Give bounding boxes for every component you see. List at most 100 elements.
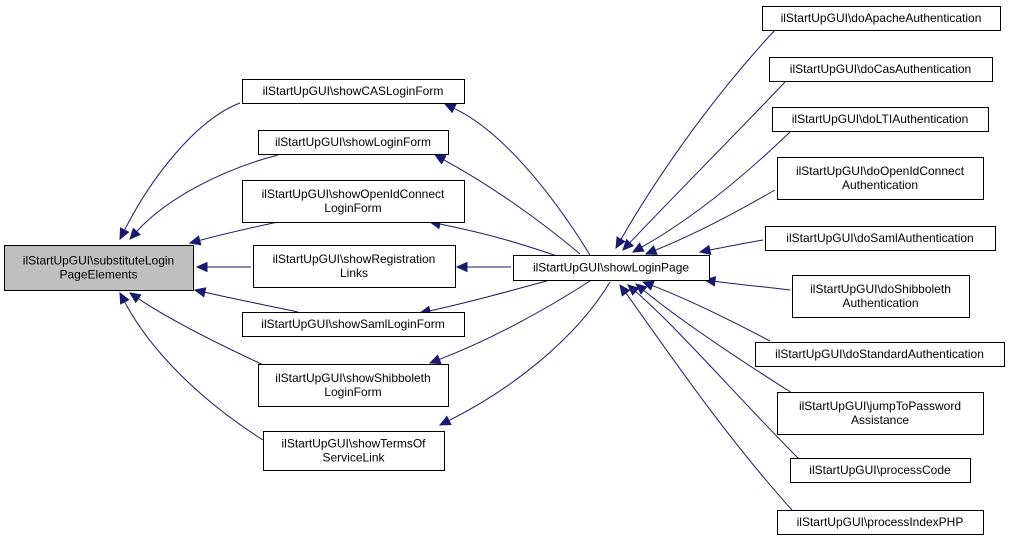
node-box[interactable] [777, 157, 984, 200]
arrowhead [631, 242, 645, 253]
node-cas-form[interactable]: ilStartUpGUI\showCASLoginForm [242, 79, 465, 104]
node-box[interactable] [242, 180, 465, 223]
arrowhead [641, 280, 655, 291]
node-standard-auth[interactable]: ilStartUpGUI\doStandardAuthentication [755, 342, 1005, 367]
node-openid-auth[interactable]: ilStartUpGUI\doOpenIdConnectAuthenticati… [777, 157, 984, 200]
edge-jump_password-to-login_page [635, 283, 793, 394]
edge-registration-to-root [195, 261, 252, 273]
node-box[interactable] [242, 312, 465, 337]
edge-line [439, 223, 561, 258]
node-box[interactable] [762, 6, 1001, 31]
node-lti-auth[interactable]: ilStartUpGUI\doLTIAuthentication [772, 107, 989, 132]
node-box[interactable] [4, 245, 194, 291]
node-label: ilStartUpGUI\processIndexPHP [797, 515, 964, 529]
edge-cas_auth-to-login_page [622, 81, 786, 251]
node-process-index[interactable]: ilStartUpGUI\processIndexPHP [777, 510, 984, 535]
node-label: ilStartUpGUI\showLoginPage [533, 261, 689, 275]
edge-line [204, 291, 299, 313]
edge-line [625, 292, 793, 511]
edge-line [448, 281, 611, 421]
edge-standard_auth-to-login_page [641, 280, 771, 342]
edge-line [124, 301, 264, 441]
edge-openid_form-to-root [188, 221, 279, 246]
arrowhead [195, 261, 208, 273]
edge-process_index-to-login_page [619, 284, 793, 511]
node-label: ilStartUpGUI\showSamlLoginForm [261, 317, 444, 331]
node-saml-form[interactable]: ilStartUpGUI\showSamlLoginForm [242, 312, 465, 337]
node-label: ilStartUpGUI\doShibboleth [810, 282, 951, 296]
node-saml-auth[interactable]: ilStartUpGUI\doSamlAuthentication [765, 226, 996, 251]
nodes-layer: ilStartUpGUI\substituteLoginPageElements… [4, 6, 1005, 535]
arrowhead [703, 276, 717, 287]
node-box[interactable] [253, 245, 456, 288]
arrowhead [188, 235, 202, 246]
node-box[interactable] [777, 510, 984, 535]
node-label: ServiceLink [322, 451, 385, 465]
node-apache-auth[interactable]: ilStartUpGUI\doApacheAuthentication [762, 6, 1001, 31]
edge-line [199, 221, 279, 241]
node-label: Assistance [851, 413, 909, 427]
edge-line [655, 189, 776, 251]
edges-layer [119, 29, 801, 511]
node-box[interactable] [242, 79, 465, 104]
node-label: ilStartUpGUI\showShibboleth [275, 371, 430, 385]
node-box[interactable] [513, 255, 710, 281]
node-label: ilStartUpGUI\doApacheAuthentication [781, 11, 982, 25]
node-label: Authentication [842, 296, 918, 310]
node-login-page[interactable]: ilStartUpGUI\showLoginPage [513, 255, 710, 281]
edge-line [453, 107, 591, 256]
arrowhead [615, 236, 626, 250]
edge-saml_auth-to-login_page [698, 239, 764, 256]
node-box[interactable] [792, 275, 970, 318]
node-label: ilStartUpGUI\substituteLogin [23, 254, 174, 268]
arrowhead [438, 415, 452, 426]
arrowhead [128, 292, 142, 304]
edge-openid_auth-to-login_page [644, 189, 776, 255]
node-box[interactable] [263, 431, 445, 471]
node-label: ilStartUpGUI\doStandardAuthentication [775, 347, 984, 361]
node-label: Links [340, 266, 368, 280]
node-label: ilStartUpGUI\showRegistration [273, 252, 436, 266]
edge-apache_auth-to-login_page [615, 29, 776, 250]
node-label: ilStartUpGUI\doLTIAuthentication [792, 112, 969, 126]
edge-process_code-to-login_page [627, 284, 801, 461]
node-box[interactable] [755, 342, 1005, 367]
node-login-form[interactable]: ilStartUpGUI\showLoginForm [258, 130, 449, 155]
edge-line [643, 289, 793, 394]
node-label: Authentication [842, 178, 918, 192]
arrowhead [644, 245, 658, 255]
edge-line [136, 154, 279, 232]
node-label: ilStartUpGUI\showTermsOf [281, 437, 426, 451]
node-box[interactable] [772, 107, 989, 132]
arrowhead [627, 284, 640, 296]
edge-shibboleth_auth-to-login_page [703, 276, 791, 291]
node-box[interactable] [790, 458, 971, 483]
edge-line [652, 285, 771, 342]
arrowhead [193, 287, 207, 298]
node-box[interactable] [258, 130, 449, 155]
node-process-code[interactable]: ilStartUpGUI\processCode [790, 458, 971, 483]
edge-line [709, 239, 764, 251]
edge-line [138, 298, 271, 369]
node-box[interactable] [258, 364, 449, 407]
edge-login_page-to-shibboleth_form [428, 280, 591, 365]
node-label: PageElements [59, 268, 137, 282]
edge-line [124, 102, 241, 231]
arrowhead [443, 103, 457, 114]
edge-line [635, 291, 801, 461]
edge-line [439, 280, 591, 360]
node-label: LoginForm [324, 385, 381, 399]
arrowhead [455, 261, 468, 273]
node-box[interactable] [765, 226, 996, 251]
node-label: ilStartUpGUI\showLoginForm [275, 135, 431, 149]
node-box[interactable] [777, 392, 984, 435]
node-box[interactable] [769, 57, 993, 82]
node-cas-auth[interactable]: ilStartUpGUI\doCasAuthentication [769, 57, 993, 82]
